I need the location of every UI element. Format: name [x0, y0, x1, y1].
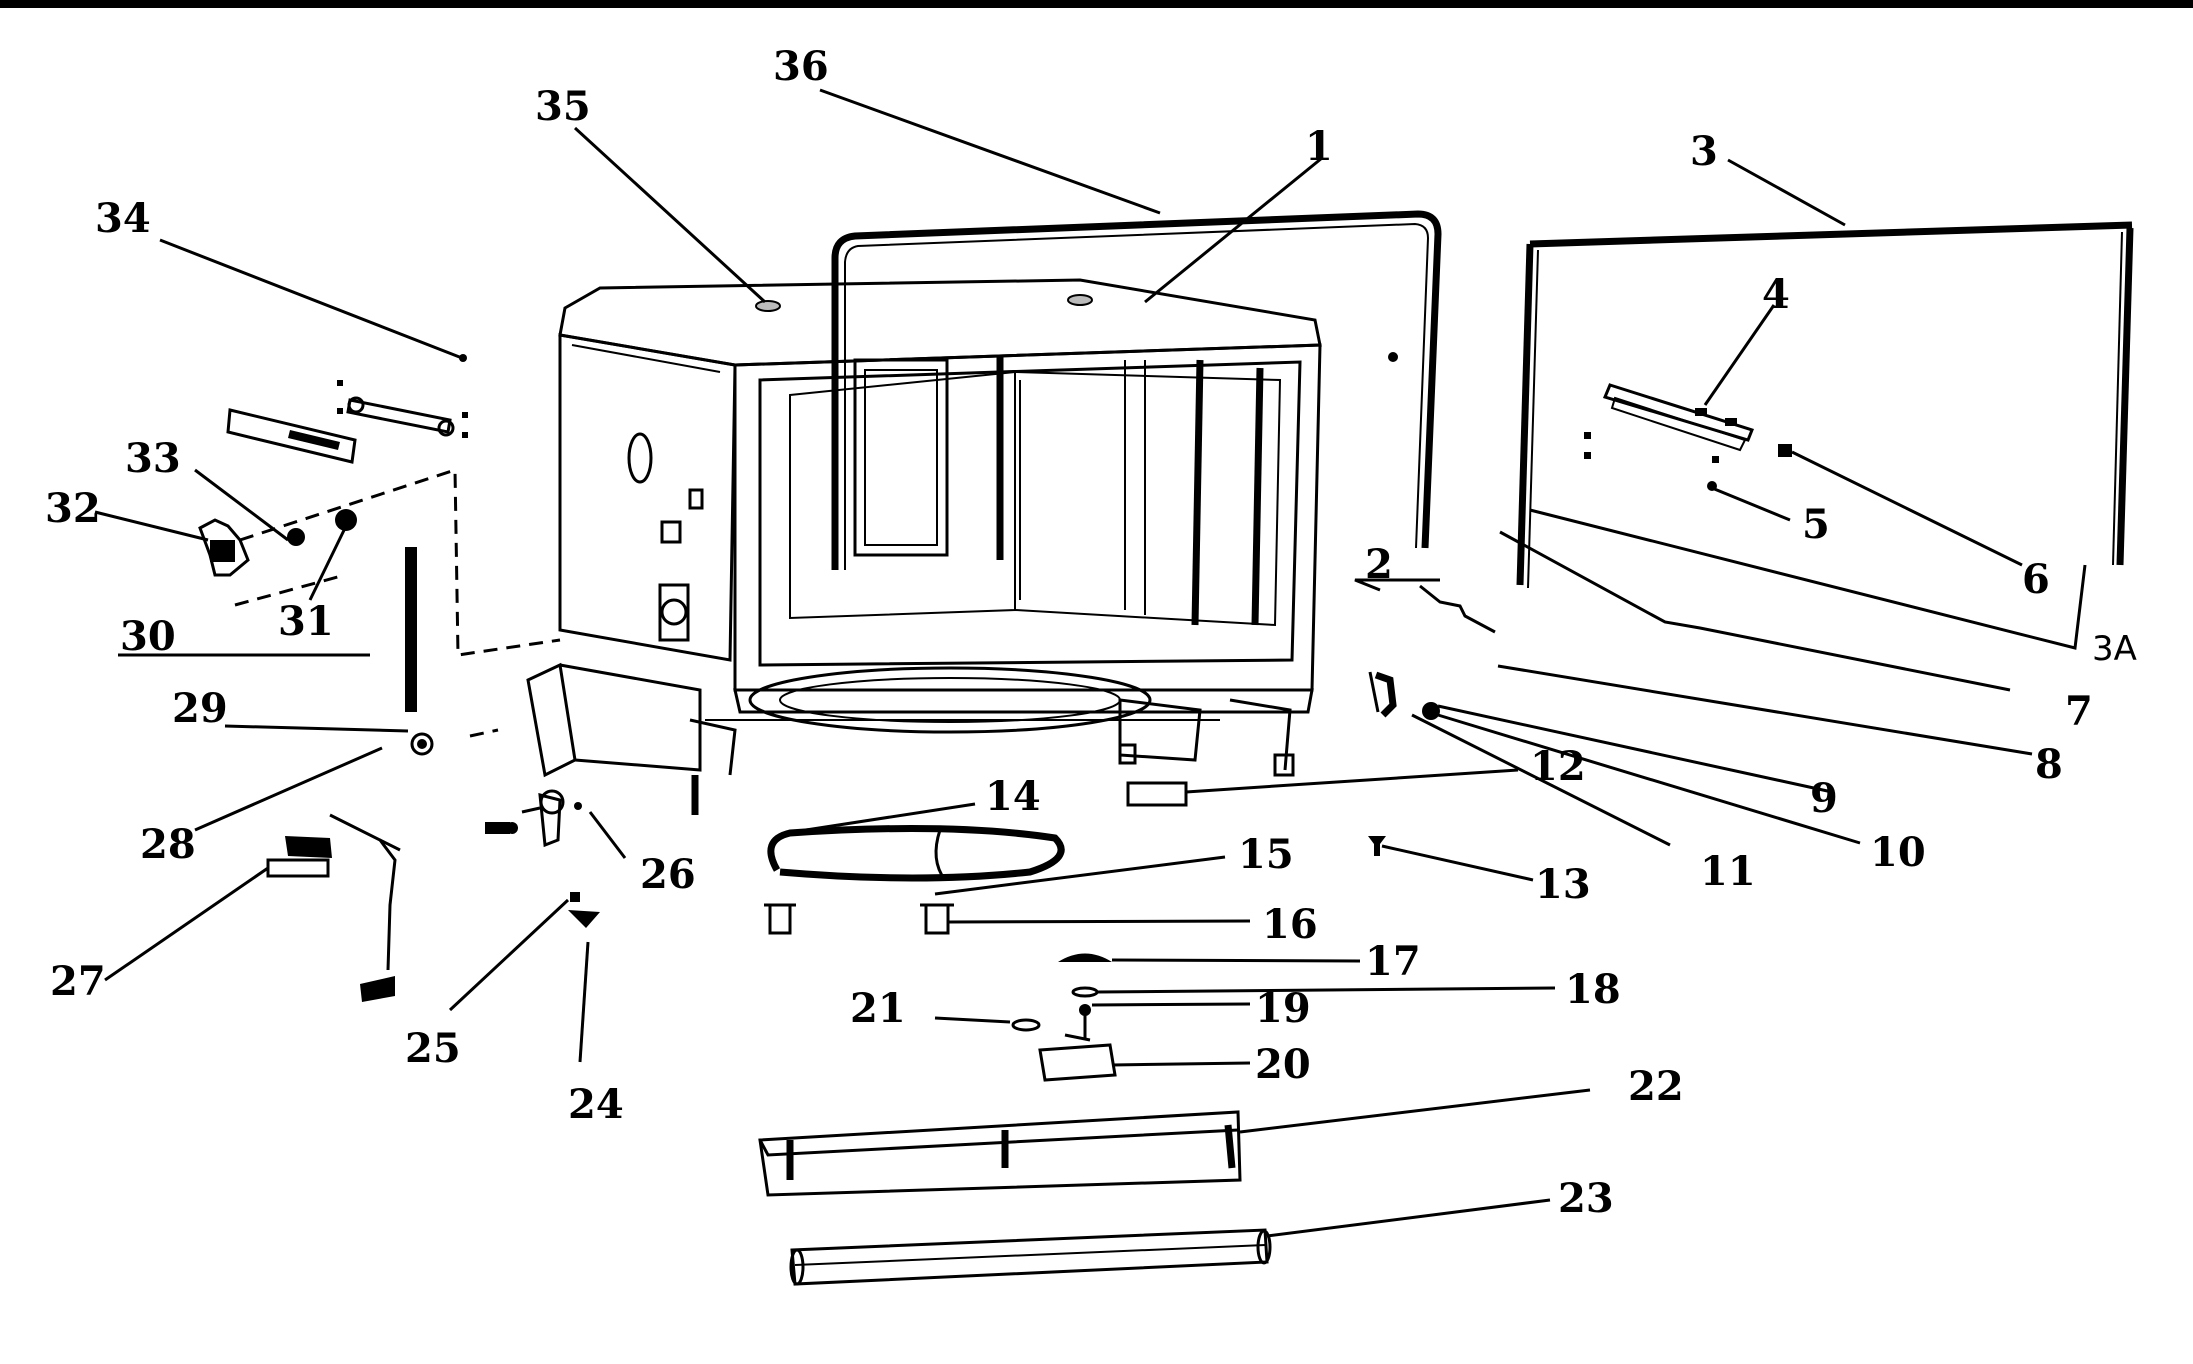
label-9: 9: [1810, 775, 1838, 822]
tub-assembly: [526, 278, 1322, 815]
label-29: 29: [172, 685, 228, 732]
label-1: 1: [1305, 123, 1333, 170]
door-latch: [1602, 383, 1754, 452]
label-22: 22: [1628, 1063, 1684, 1110]
part-labels: 1 2 3 3A 4 5 6 7 8 9 10 11 12 13 14 15 1…: [45, 43, 2137, 1222]
float-switch: [266, 813, 401, 1002]
label-3: 3: [1690, 128, 1718, 175]
label-28: 28: [140, 821, 196, 868]
label-15: 15: [1238, 831, 1294, 878]
label-11: 11: [1700, 848, 1756, 895]
label-33: 33: [125, 435, 181, 482]
label-24: 24: [568, 1081, 624, 1128]
label-13: 13: [1535, 861, 1591, 908]
door-panel: [1516, 221, 2134, 589]
label-10: 10: [1870, 829, 1926, 876]
label-14: 14: [985, 773, 1041, 820]
part-6-block: [1778, 444, 1792, 457]
label-17: 17: [1365, 938, 1421, 985]
label-35: 35: [535, 83, 591, 130]
label-36: 36: [773, 43, 829, 90]
inlet-valve: [485, 789, 582, 848]
door-gasket-top: [831, 210, 1442, 570]
toe-strip: [789, 1228, 1272, 1286]
label-32: 32: [45, 485, 101, 532]
label-31: 31: [278, 598, 334, 645]
label-6: 6: [2022, 556, 2050, 603]
label-18: 18: [1565, 966, 1621, 1013]
label-25: 25: [405, 1025, 461, 1072]
label-16: 16: [1262, 901, 1318, 948]
label-12: 12: [1530, 743, 1586, 790]
label-34: 34: [95, 195, 151, 242]
label-30: 30: [120, 613, 176, 660]
label-7: 7: [2065, 688, 2093, 735]
kickplate: [758, 1110, 1242, 1197]
label-21: 21: [850, 985, 906, 1032]
label-3a: 3A: [2092, 629, 2137, 669]
label-26: 26: [640, 851, 696, 898]
label-2: 2: [1365, 541, 1393, 588]
label-19: 19: [1255, 985, 1311, 1032]
label-5: 5: [1802, 501, 1830, 548]
leader-lines: [94, 88, 2087, 1238]
label-23: 23: [1558, 1175, 1614, 1222]
label-8: 8: [2035, 741, 2063, 788]
label-27: 27: [50, 958, 106, 1005]
label-4: 4: [1762, 271, 1790, 318]
label-20: 20: [1255, 1041, 1311, 1088]
top-border: [0, 0, 2193, 8]
